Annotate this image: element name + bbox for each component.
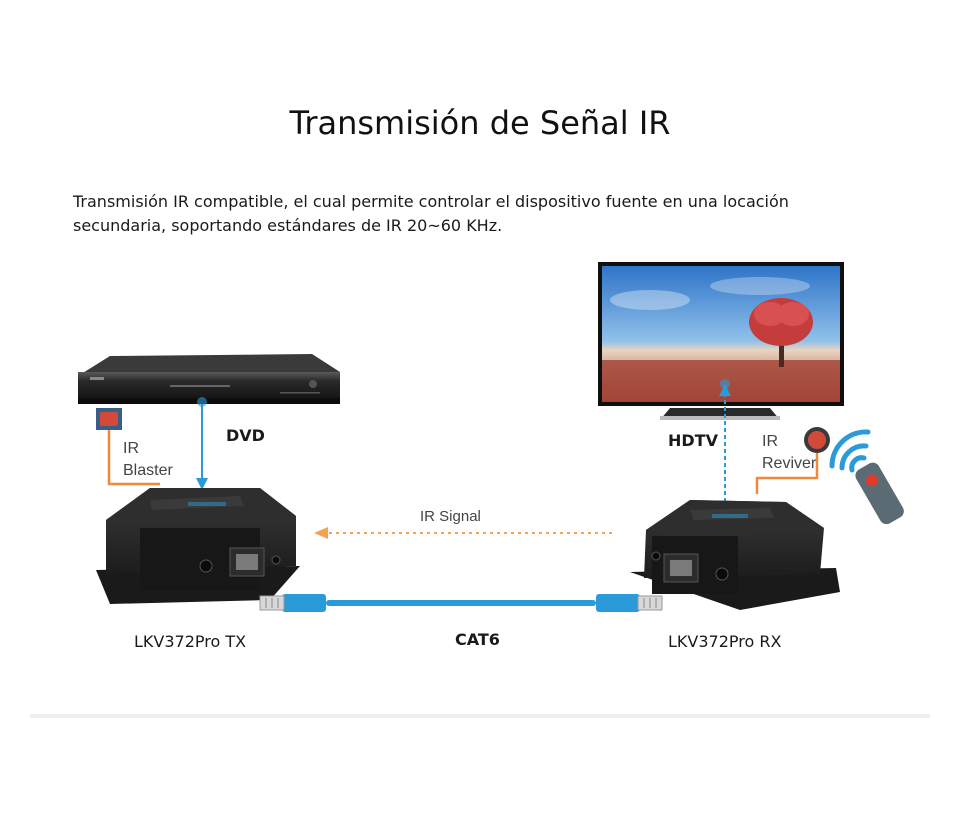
ir-wave-icon bbox=[829, 429, 871, 473]
ir-receiver-icon bbox=[804, 427, 830, 453]
ir-blaster-label: IR Blaster bbox=[123, 440, 173, 479]
dvd-to-tx-arrow bbox=[196, 397, 208, 490]
ir-signal-label: IR Signal bbox=[420, 508, 481, 525]
hdmi-extender-rx-icon bbox=[630, 500, 840, 610]
ir-blaster-icon bbox=[96, 408, 122, 430]
hdtv-label: HDTV bbox=[668, 431, 718, 450]
page-title: Transmisión de Señal IR bbox=[289, 104, 671, 142]
dvd-label: DVD bbox=[226, 426, 265, 445]
ir-reviver-label: IR Reviver bbox=[762, 433, 817, 472]
rx-to-tv-arrow bbox=[719, 379, 731, 502]
tv-icon bbox=[598, 262, 844, 420]
description-text: Transmisión IR compatible, el cual permi… bbox=[73, 192, 789, 235]
cat6-cable bbox=[259, 594, 663, 612]
dvd-player-icon bbox=[78, 354, 340, 404]
rx-label: LKV372Pro RX bbox=[668, 632, 782, 651]
hdmi-extender-tx-icon bbox=[96, 488, 300, 604]
divider bbox=[30, 714, 930, 718]
cat6-label: CAT6 bbox=[455, 630, 500, 649]
ir-signal-arrow bbox=[314, 527, 612, 539]
ir-blaster-cable bbox=[107, 430, 160, 486]
remote-control-icon bbox=[855, 462, 904, 525]
tx-label: LKV372Pro TX bbox=[134, 632, 247, 651]
ir-receiver-cable bbox=[755, 453, 819, 494]
